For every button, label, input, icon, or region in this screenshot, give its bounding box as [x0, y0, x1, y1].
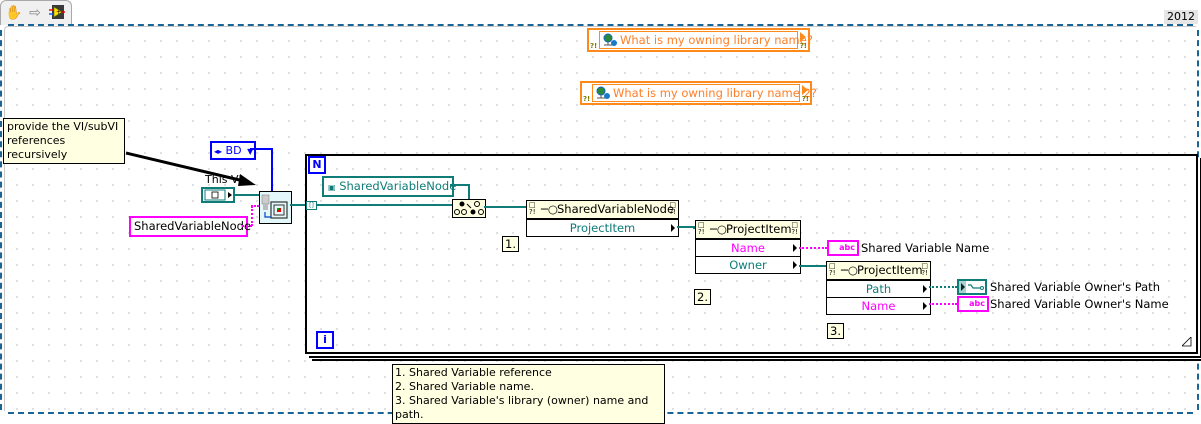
projectitem-property-node-1[interactable]: □?! ─○ ProjectItem □?! Name Owner [695, 220, 801, 274]
property-node-header: □?! ─○ ProjectItem □?! [827, 262, 930, 280]
property-node-header: □?! ─○ ProjectItem □?! [696, 221, 800, 239]
key-icon: ─○ [541, 202, 558, 216]
class-hierarchy-icon: ▣ [328, 183, 336, 192]
ref-out-icon: □?! [921, 262, 928, 277]
owner-name-label: Shared Variable Owner's Name [990, 297, 1169, 311]
diagram-border-left [0, 30, 2, 410]
legend-line-1: 1. Shared Variable reference [395, 366, 552, 379]
wire-owner-name [929, 303, 957, 305]
output-arrow-icon [671, 224, 675, 232]
loop-iteration-terminal[interactable]: i [316, 331, 334, 349]
wire-name-string [799, 247, 827, 249]
owner-path-label: Shared Variable Owner's Path [990, 280, 1160, 294]
wire-path [929, 286, 957, 288]
wire-bd [271, 148, 273, 192]
comment-arrow-icon [125, 151, 256, 186]
cast-icon [454, 201, 484, 215]
key-icon: ─○ [710, 222, 727, 236]
wire-class [450, 184, 470, 186]
version-label: 2012 [1164, 10, 1198, 24]
enum-arrows-icon: ◂▸ [214, 147, 223, 156]
output-arrow-icon [923, 285, 927, 293]
ref-out-icon: □?! [669, 201, 676, 216]
output-arrow-icon [800, 32, 806, 42]
key-icon: ─○ [841, 263, 858, 277]
wire-projectitem [693, 226, 695, 229]
wire-array [316, 204, 453, 206]
this-vi-label: This VI [205, 173, 242, 186]
ref-out-icon: □?! [791, 221, 798, 236]
property-row-name[interactable]: Name [696, 239, 800, 256]
wire-string [251, 206, 253, 226]
vi-reference-icon [204, 189, 232, 201]
wire-svn-ref [484, 206, 528, 208]
warning-icon: ?! [590, 42, 598, 50]
wire-owner [799, 265, 827, 267]
legend-line-3: 3. Shared Variable's library (owner) nam… [395, 394, 649, 421]
legend-comment[interactable]: 1. Shared Variable reference 2. Shared V… [392, 364, 665, 424]
legend-line-2: 2. Shared Variable name. [395, 380, 534, 393]
wire-bd [250, 148, 272, 150]
ref-icon: □?! [529, 201, 536, 216]
traverse-for-gobjects-subvi[interactable] [259, 191, 292, 224]
diagram-border-top [8, 24, 1193, 26]
warning-icon: ?! [583, 95, 591, 103]
wire-string [251, 205, 259, 207]
resize-handle-icon[interactable] [1182, 337, 1192, 347]
network-globe-icon [596, 86, 610, 99]
loop-count-terminal[interactable]: N [308, 156, 326, 174]
warning-icon: ?! [799, 42, 807, 50]
step-label-1: 1. [502, 236, 519, 252]
global-variable-label: What is my owning library name 2? [613, 86, 817, 100]
hand-tool-icon[interactable]: ✋ [5, 5, 23, 21]
global-variable-1[interactable]: ?! What is my owning library name? ?! [587, 28, 813, 52]
ref-icon: □?! [698, 221, 705, 236]
class-constant-label: SharedVariableNode [339, 179, 457, 193]
path-icon [959, 281, 984, 293]
wire-class [468, 184, 470, 200]
step-label-2: 2. [694, 289, 711, 305]
for-loop[interactable] [305, 154, 1198, 354]
wire-string [242, 225, 252, 227]
dropdown-arrow-icon[interactable]: ▼ [247, 147, 254, 156]
owner-path-indicator[interactable] [957, 279, 987, 295]
bd-enum-value: BD [225, 144, 242, 157]
arrow-icon[interactable]: ⇨ [29, 5, 41, 21]
output-arrow-icon [802, 85, 808, 95]
ref-icon: □?! [829, 262, 836, 277]
property-row-path[interactable]: Path [827, 280, 930, 297]
wire-references [290, 204, 308, 206]
class-specifier-constant[interactable]: ▣ SharedVariableNode [322, 176, 457, 197]
projectitem-property-node-2[interactable]: □?! ─○ ProjectItem □?! Path Name [826, 261, 931, 315]
output-arrow-icon [793, 244, 797, 252]
class-name-string-constant[interactable]: SharedVariableNode [129, 216, 251, 237]
owner-name-indicator[interactable]: abc [957, 296, 989, 312]
property-row-name[interactable]: Name [827, 297, 930, 314]
network-globe-icon [603, 33, 617, 46]
step-label-3: 3. [827, 323, 844, 339]
this-vi-reference[interactable] [201, 187, 235, 203]
warning-icon: ?! [801, 95, 809, 103]
vi-icon[interactable]: + [49, 5, 65, 21]
diagram-border-right [1197, 30, 1199, 410]
to-more-specific-class[interactable] [452, 199, 486, 218]
svn-property-node[interactable]: □?! ─○ SharedVariableNode □?! ProjectIte… [526, 200, 679, 237]
traverse-icon [261, 194, 288, 219]
property-row-projectitem[interactable]: ProjectItem [527, 219, 678, 236]
comment-recursive[interactable]: provide the VI/subVI references recursiv… [3, 118, 125, 164]
toolbar-tab: ✋ ⇨ + [0, 0, 72, 25]
bd-enum-constant[interactable]: ◂▸ BD ▼ [210, 141, 256, 160]
global-variable-label: What is my owning library name? [620, 33, 813, 47]
shared-variable-name-indicator[interactable]: abc [827, 240, 859, 256]
shared-variable-name-label: Shared Variable Name [861, 241, 990, 255]
wire-this-vi [235, 194, 260, 196]
wire-projectitem [677, 226, 695, 228]
property-row-owner[interactable]: Owner [696, 256, 800, 273]
output-arrow-icon [793, 261, 797, 269]
global-variable-2[interactable]: ?! What is my owning library name 2? ?! [580, 81, 817, 105]
property-node-header: □?! ─○ SharedVariableNode □?! [527, 201, 678, 219]
svg-text:+: + [56, 9, 61, 16]
output-arrow-icon [923, 302, 927, 310]
